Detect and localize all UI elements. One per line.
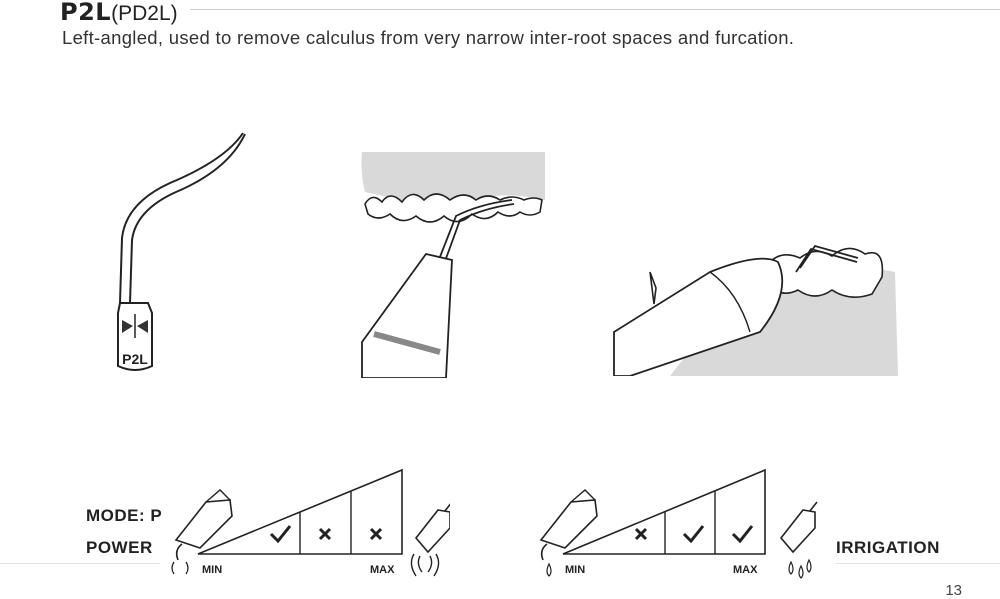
water-drop-icon <box>806 558 812 573</box>
power-max-label: MAX <box>370 564 395 576</box>
page-number: 13 <box>945 582 962 599</box>
tip-alt-code: (PD2L) <box>111 2 178 25</box>
header-rule <box>190 9 1000 10</box>
handpiece-max-icon <box>779 501 818 579</box>
front-teeth-illustration <box>361 152 545 378</box>
footer-rule-right <box>836 563 1000 564</box>
cross-icon <box>634 527 648 541</box>
power-min-label: MIN <box>202 564 222 576</box>
handpiece-max-icon <box>410 503 450 577</box>
tip-illustration: P2L <box>117 132 246 371</box>
power-label: POWER <box>86 538 153 557</box>
check-icon <box>682 525 705 544</box>
irrigation-scale: MIN MAX <box>539 468 818 579</box>
page-title: P2L(PD2L) <box>60 0 178 24</box>
tip-description: Left-angled, used to remove calculus fro… <box>62 27 795 48</box>
water-drop-icon <box>798 564 804 579</box>
side-teeth-illustration <box>613 244 898 376</box>
irrigation-max-label: MAX <box>733 564 758 576</box>
irrigation-min-label: MIN <box>565 564 585 576</box>
irrigation-label: IRRIGATION <box>836 538 940 557</box>
mode-label: MODE: P <box>86 506 163 525</box>
cross-icon <box>369 527 383 541</box>
check-icon <box>731 525 754 544</box>
cross-icon <box>318 527 332 541</box>
tip-code: P2L <box>60 0 112 26</box>
tip-label: P2L <box>122 351 148 367</box>
footer-rule-left <box>0 563 160 564</box>
check-icon <box>269 525 292 544</box>
power-scale: MIN MAX <box>171 468 450 577</box>
water-drop-icon <box>788 560 794 575</box>
handpiece-min-icon <box>539 489 598 577</box>
water-drop-icon <box>546 562 552 577</box>
handpiece-min-icon <box>171 489 233 575</box>
